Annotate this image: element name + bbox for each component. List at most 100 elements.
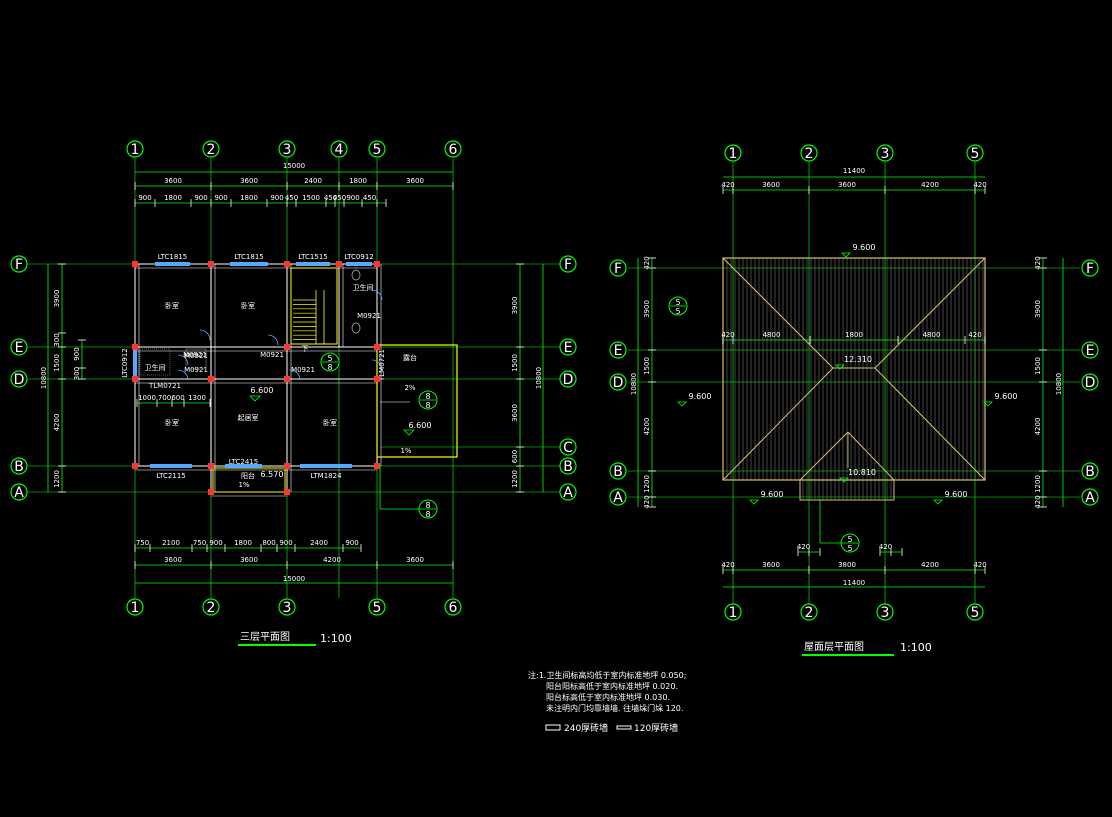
bottom-dim-chain-1-label: 2400 [310, 539, 328, 547]
roof-axis-bubble-left-F-circle [609, 259, 627, 277]
axis-bubble-left-F-label: F [15, 257, 23, 273]
roof-right-dim-chain-label: 420 [1034, 256, 1042, 269]
total-width-top: 15000 [283, 162, 305, 170]
roof-axis-bubble-right-E-label: E [1086, 343, 1095, 359]
elevation-label: 6.570 [261, 470, 284, 479]
window-label: LTC1815 [234, 253, 264, 261]
door-swing [199, 329, 211, 341]
door-swing [371, 289, 383, 301]
roof-eave-dim-chain-label: 4800 [923, 331, 941, 339]
axis-bubble-top-6-circle [444, 140, 462, 158]
axis-bubble-top-2-circle [202, 140, 220, 158]
top-dim-chain-2-label: 900 [346, 194, 359, 202]
toilet-symbol [351, 269, 361, 281]
roof-axis-bubble-top-1-circle [724, 144, 742, 162]
left-dim-chain-label: 1500 [53, 354, 61, 372]
window-label: LTC2415 [229, 458, 259, 466]
roof-axis-bubble-bottom-5-circle [966, 603, 984, 621]
axis-bubble-right-E-label: E [564, 340, 573, 356]
right-dim-chain-label: 1200 [511, 470, 519, 488]
roof-axis-bubble-left-A-label: A [613, 490, 623, 506]
top-dim-chain-2-label: 900 [194, 194, 207, 202]
note-line-4: 未注明内门均靠墙墙. 往墙垛门垛 120. [546, 703, 683, 713]
roof-eave-dim-chain-label: 1800 [845, 331, 863, 339]
top-dim-chain-1-label: 3600 [164, 177, 182, 185]
roof-eave-dim-chain-label: 420 [721, 331, 734, 339]
roof-axis-bubble-top-5-circle [966, 144, 984, 162]
roof-right-dim-chain-label: 1200 [1034, 475, 1042, 493]
hip-ridge-line [722, 367, 834, 481]
roof-right-dim-chain-label: 420 [1034, 495, 1042, 508]
roof-axis-bubble-bottom-5-label: 5 [971, 605, 980, 621]
axis-bubble-right-C-label: C [563, 440, 573, 456]
roof-elevation-label: 12.310 [844, 355, 872, 364]
axis-bubble-bottom-5-circle [368, 598, 386, 616]
roof-bottom-dim-chain-label: 3800 [838, 561, 856, 569]
section-mark-circle [418, 390, 438, 410]
roof-axis-bubble-left-B-label: B [613, 464, 623, 480]
right-plan-scale: 1:100 [900, 641, 932, 654]
section-mark-label: 8 [327, 363, 332, 372]
window-symbol [300, 464, 352, 468]
roof-top-dim-chain-label: 3600 [762, 181, 780, 189]
roof-axis-bubble-bottom-2-circle [800, 603, 818, 621]
basin-symbol [351, 322, 361, 334]
roof-elevation-label: 10.810 [848, 468, 876, 477]
left-dim-chain-label: 1200 [53, 470, 61, 488]
column-square [284, 261, 290, 267]
roof-axis-bubble-top-2-circle [800, 144, 818, 162]
roof-right-dim-chain-label: 3900 [1034, 300, 1042, 318]
misc-dim-chain-label: 600 [171, 394, 184, 402]
slope-label: 1% [238, 481, 249, 489]
door-label: M0921 [291, 366, 315, 374]
roof-bottom-small-left-label: 420 [797, 543, 810, 551]
door-label: TLM0721 [378, 349, 386, 382]
total-width-bottom: 15000 [283, 575, 305, 583]
axis-bubble-top-5-label: 5 [373, 142, 382, 158]
axis-bubble-left-D-label: D [14, 372, 25, 388]
legend-120-symbol [616, 725, 632, 730]
axis-bubble-right-D-circle [559, 370, 577, 388]
axis-bubble-top-3-circle [278, 140, 296, 158]
right-total: 10800 [535, 367, 543, 389]
note-line-3: 阳台标高低于室内标准地坪 0.030. [546, 692, 670, 702]
top-dim-chain-2-label: 1800 [240, 194, 258, 202]
roof-elevation-marker [983, 401, 993, 407]
section-mark-label: 8 [425, 501, 430, 510]
roof-elevation-marker [933, 499, 943, 505]
column-square [208, 463, 214, 469]
axis-bubble-left-D-circle [10, 370, 28, 388]
roof-axis-bubble-right-F-circle [1081, 259, 1099, 277]
roof-axis-bubble-left-E-circle [609, 341, 627, 359]
door-label: M0921 [184, 352, 208, 360]
roof-porch-outline [799, 479, 895, 501]
section-mark-label: 5 [327, 354, 332, 363]
roof-left-dim-chain-label: 1500 [643, 357, 651, 375]
axis-bubble-top-3-label: 3 [283, 142, 292, 158]
roof-bottom-small-right-label: 420 [879, 543, 892, 551]
window-symbol-side [133, 350, 137, 376]
bottom-dim-chain-2-label: 3600 [406, 556, 424, 564]
roof-elevation-label: 9.600 [995, 392, 1018, 401]
left-plan-title-block: 三层平面图 1:100 [238, 631, 352, 646]
roof-elevation-label: 9.600 [761, 490, 784, 499]
roof-axis-bubble-left-E-label: E [614, 343, 623, 359]
axis-bubble-right-B-label: B [563, 459, 573, 475]
axis-bubble-left-A-circle [10, 483, 28, 501]
roof-left-dim-chain-label: 420 [643, 256, 651, 269]
roof-body [726, 258, 984, 500]
roof-axis-bubble-left-D-circle [609, 373, 627, 391]
roof-axis-bubble-left-F-label: F [614, 261, 622, 277]
section-mark-label: 8 [425, 392, 430, 401]
section-mark-circle [320, 352, 340, 372]
roof-bottom-dim-chain-label: 4200 [921, 561, 939, 569]
top-dim-chain-2-label: 450 [324, 194, 337, 202]
roof-axis-bubble-right-F-label: F [1086, 261, 1094, 277]
roof-bottom-dim-chain-label: 420 [973, 561, 986, 569]
roof-top-dim-chain-label: 420 [721, 181, 734, 189]
top-dim-chain-2-label: 450 [285, 194, 298, 202]
axis-bubble-right-F-label: F [564, 257, 572, 273]
left-small-dim-chain-label: 900 [73, 347, 81, 360]
roof-elevation-marker [835, 364, 845, 370]
notes-block: 注:1.卫生间标高均低于室内标准地坪 0.050; 阳台阳标高低于室内标准地坪 … [528, 670, 686, 734]
